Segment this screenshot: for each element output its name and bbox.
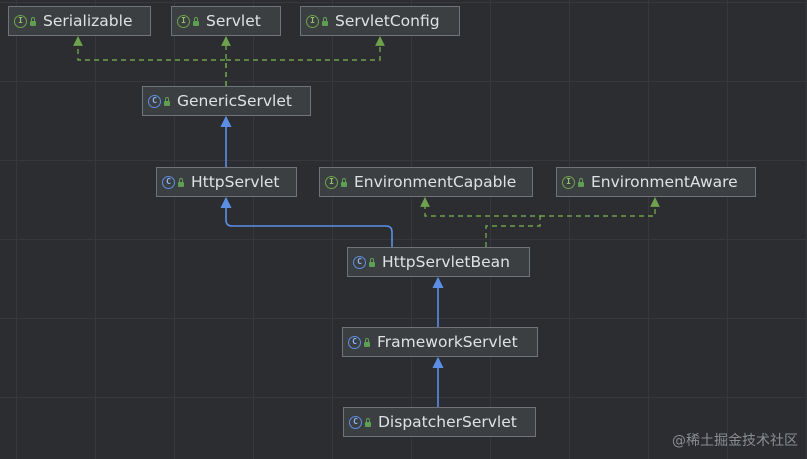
node-label: EnvironmentAware (591, 173, 738, 191)
lock-icon (369, 257, 375, 267)
node-serializable[interactable]: I Serializable (8, 6, 151, 36)
interface-icon: I (306, 14, 319, 28)
node-httpservletbean[interactable]: C HttpServletBean (347, 247, 530, 277)
edge-httpservletbean-environmentaware (540, 197, 660, 217)
node-environmentcapable[interactable]: I EnvironmentCapable (319, 167, 533, 197)
node-label: EnvironmentCapable (354, 173, 517, 191)
node-environmentaware[interactable]: I EnvironmentAware (556, 167, 756, 197)
interface-icon: I (325, 175, 338, 189)
lock-icon (164, 96, 170, 106)
node-frameworkservlet[interactable]: C FrameworkServlet (342, 327, 538, 357)
lock-icon (322, 16, 328, 26)
node-label: DispatcherServlet (378, 413, 517, 431)
edge-httpservletbean-environmentcapable (420, 197, 541, 247)
interface-icon: I (562, 175, 575, 189)
edge-genericservlet-serializable (73, 36, 227, 86)
lock-icon (365, 417, 371, 427)
node-genericservlet[interactable]: C GenericServlet (142, 86, 311, 116)
lock-icon (193, 16, 199, 26)
node-servletconfig[interactable]: I ServletConfig (300, 6, 460, 36)
node-label: HttpServlet (191, 173, 280, 191)
node-label: GenericServlet (177, 92, 292, 110)
class-icon: C (162, 175, 175, 189)
class-icon: C (148, 94, 161, 108)
lock-icon (30, 16, 36, 26)
lock-icon (364, 337, 370, 347)
node-dispatcherservlet[interactable]: C DispatcherServlet (343, 407, 536, 437)
node-label: Servlet (206, 12, 261, 30)
lock-icon (178, 177, 184, 187)
watermark: @稀土掘金技术社区 (672, 433, 798, 449)
class-icon: C (353, 255, 366, 269)
lock-icon (578, 177, 584, 187)
edge-httpservletbean-httpservlet (220, 196, 393, 247)
edge-genericservlet-servletconfig (226, 36, 385, 61)
node-label: Serializable (43, 12, 133, 30)
interface-icon: I (14, 14, 27, 28)
lock-icon (341, 177, 347, 187)
interface-icon: I (177, 14, 190, 28)
node-label: FrameworkServlet (377, 333, 518, 351)
node-label: HttpServletBean (382, 253, 510, 271)
class-icon: C (349, 415, 362, 429)
node-label: ServletConfig (335, 12, 440, 30)
class-icon: C (348, 335, 361, 349)
node-servlet[interactable]: I Servlet (171, 6, 281, 36)
node-httpservlet[interactable]: C HttpServlet (156, 167, 297, 197)
